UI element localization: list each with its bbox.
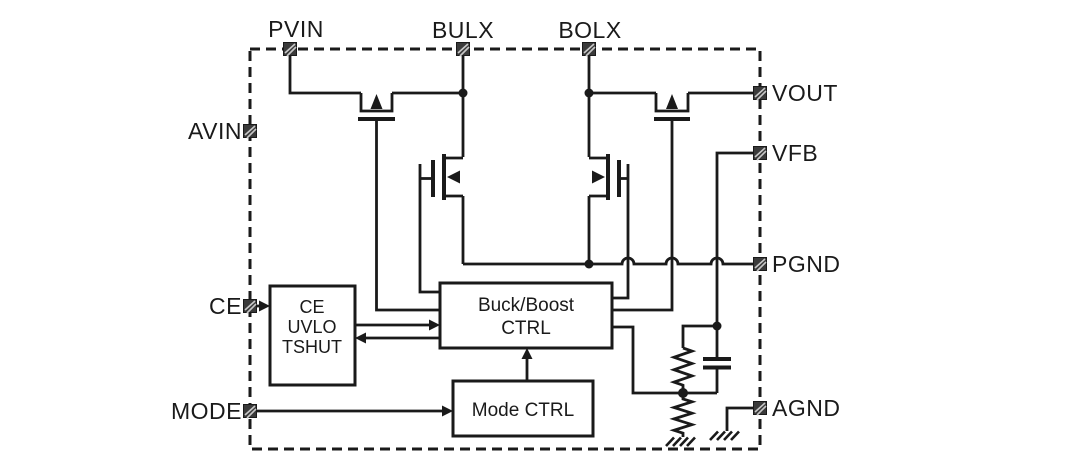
wire-pgnd-rail [463,256,754,266]
pin-label-pvin: PVIN [268,16,324,42]
ce-block-line1: CE [299,297,324,317]
pin-label-agnd: AGND [772,395,840,421]
arrow-ceblock-to-bb [355,319,440,331]
pin-vfb [753,146,767,161]
wire-pvin-rail [288,55,361,95]
pin-pgnd [753,257,767,272]
junction-bulx-node [458,88,468,98]
wire-nmos2-gate [612,164,630,300]
ground-icon-agnd [709,430,740,441]
ground-icon-r2 [665,436,696,447]
block-buck-boost-ctrl: Buck/Boost CTRL [438,281,614,350]
wire-agnd [725,406,754,431]
ce-block-line3: TSHUT [282,337,342,357]
mode-ctrl-line1: Mode CTRL [472,400,574,421]
pmos-buck-highside [358,93,440,312]
junction-pgnd-node [584,259,594,269]
pin-label-mode: MODE [171,398,242,424]
pin-agnd [753,401,767,416]
pin-bulx [456,42,470,57]
resistor-r1-zigzag-icon [669,346,697,393]
arrow-mode-to-modectrl [256,405,453,417]
nmos-boost-lowside [589,154,630,300]
resistor-r2-zigzag-icon [669,393,697,437]
wire-vfb-sense [715,151,754,326]
pmos2-arrow-icon [666,94,678,109]
pin-bolx [582,42,596,57]
buck-boost-line2: CTRL [501,318,551,339]
arrow-bb-to-ceblock [355,332,440,344]
ic-boundary [248,47,762,451]
pmos1-arrow-icon [370,94,383,109]
pin-avin [243,124,257,139]
pin-mode [243,404,257,419]
pin-pvin [283,42,297,57]
wire-fb-midpoint [612,325,717,395]
wire-pmos1-gate [375,119,440,312]
ce-block-line2: UVLO [287,317,336,337]
pin-label-ce: CE [209,293,242,319]
nmos2-arrow-icon [592,170,605,184]
feedback-resistor-bottom [669,393,697,437]
feedback-capacitor [703,326,731,393]
pmos1-channel [359,93,394,113]
pin-label-bolx: BOLX [558,17,621,43]
arrow-ce-to-block [256,300,270,312]
nmos1-arrow-icon [447,170,460,184]
nmos-buck-lowside [418,154,463,294]
wire-fb-top-node [681,324,717,348]
pmos2-channel [654,93,690,113]
block-mode-ctrl: Mode CTRL [451,379,595,438]
wire-pmos2-gate [612,119,674,312]
pin-label-pgnd: PGND [772,251,840,277]
block-ce-uvlo-tshut: CE UVLO TSHUT [268,284,357,387]
pin-label-avin: AVIN [188,118,242,144]
pin-vout [753,86,767,101]
pin-label-vout: VOUT [772,80,838,106]
junction-fb-mid-node [678,388,688,398]
pin-ce [243,299,257,314]
buck-boost-line1: Buck/Boost [478,295,575,316]
junction-bolx-node [584,88,594,98]
wire-nmos1-gate [418,164,440,294]
pin-label-vfb: VFB [772,140,818,166]
arrow-modectrl-to-bb [521,348,533,381]
feedback-resistor-top [669,346,697,393]
junction-fb-top-node [712,321,722,331]
pin-label-bulx: BULX [432,17,494,43]
pmos-boost-highside [612,93,690,312]
